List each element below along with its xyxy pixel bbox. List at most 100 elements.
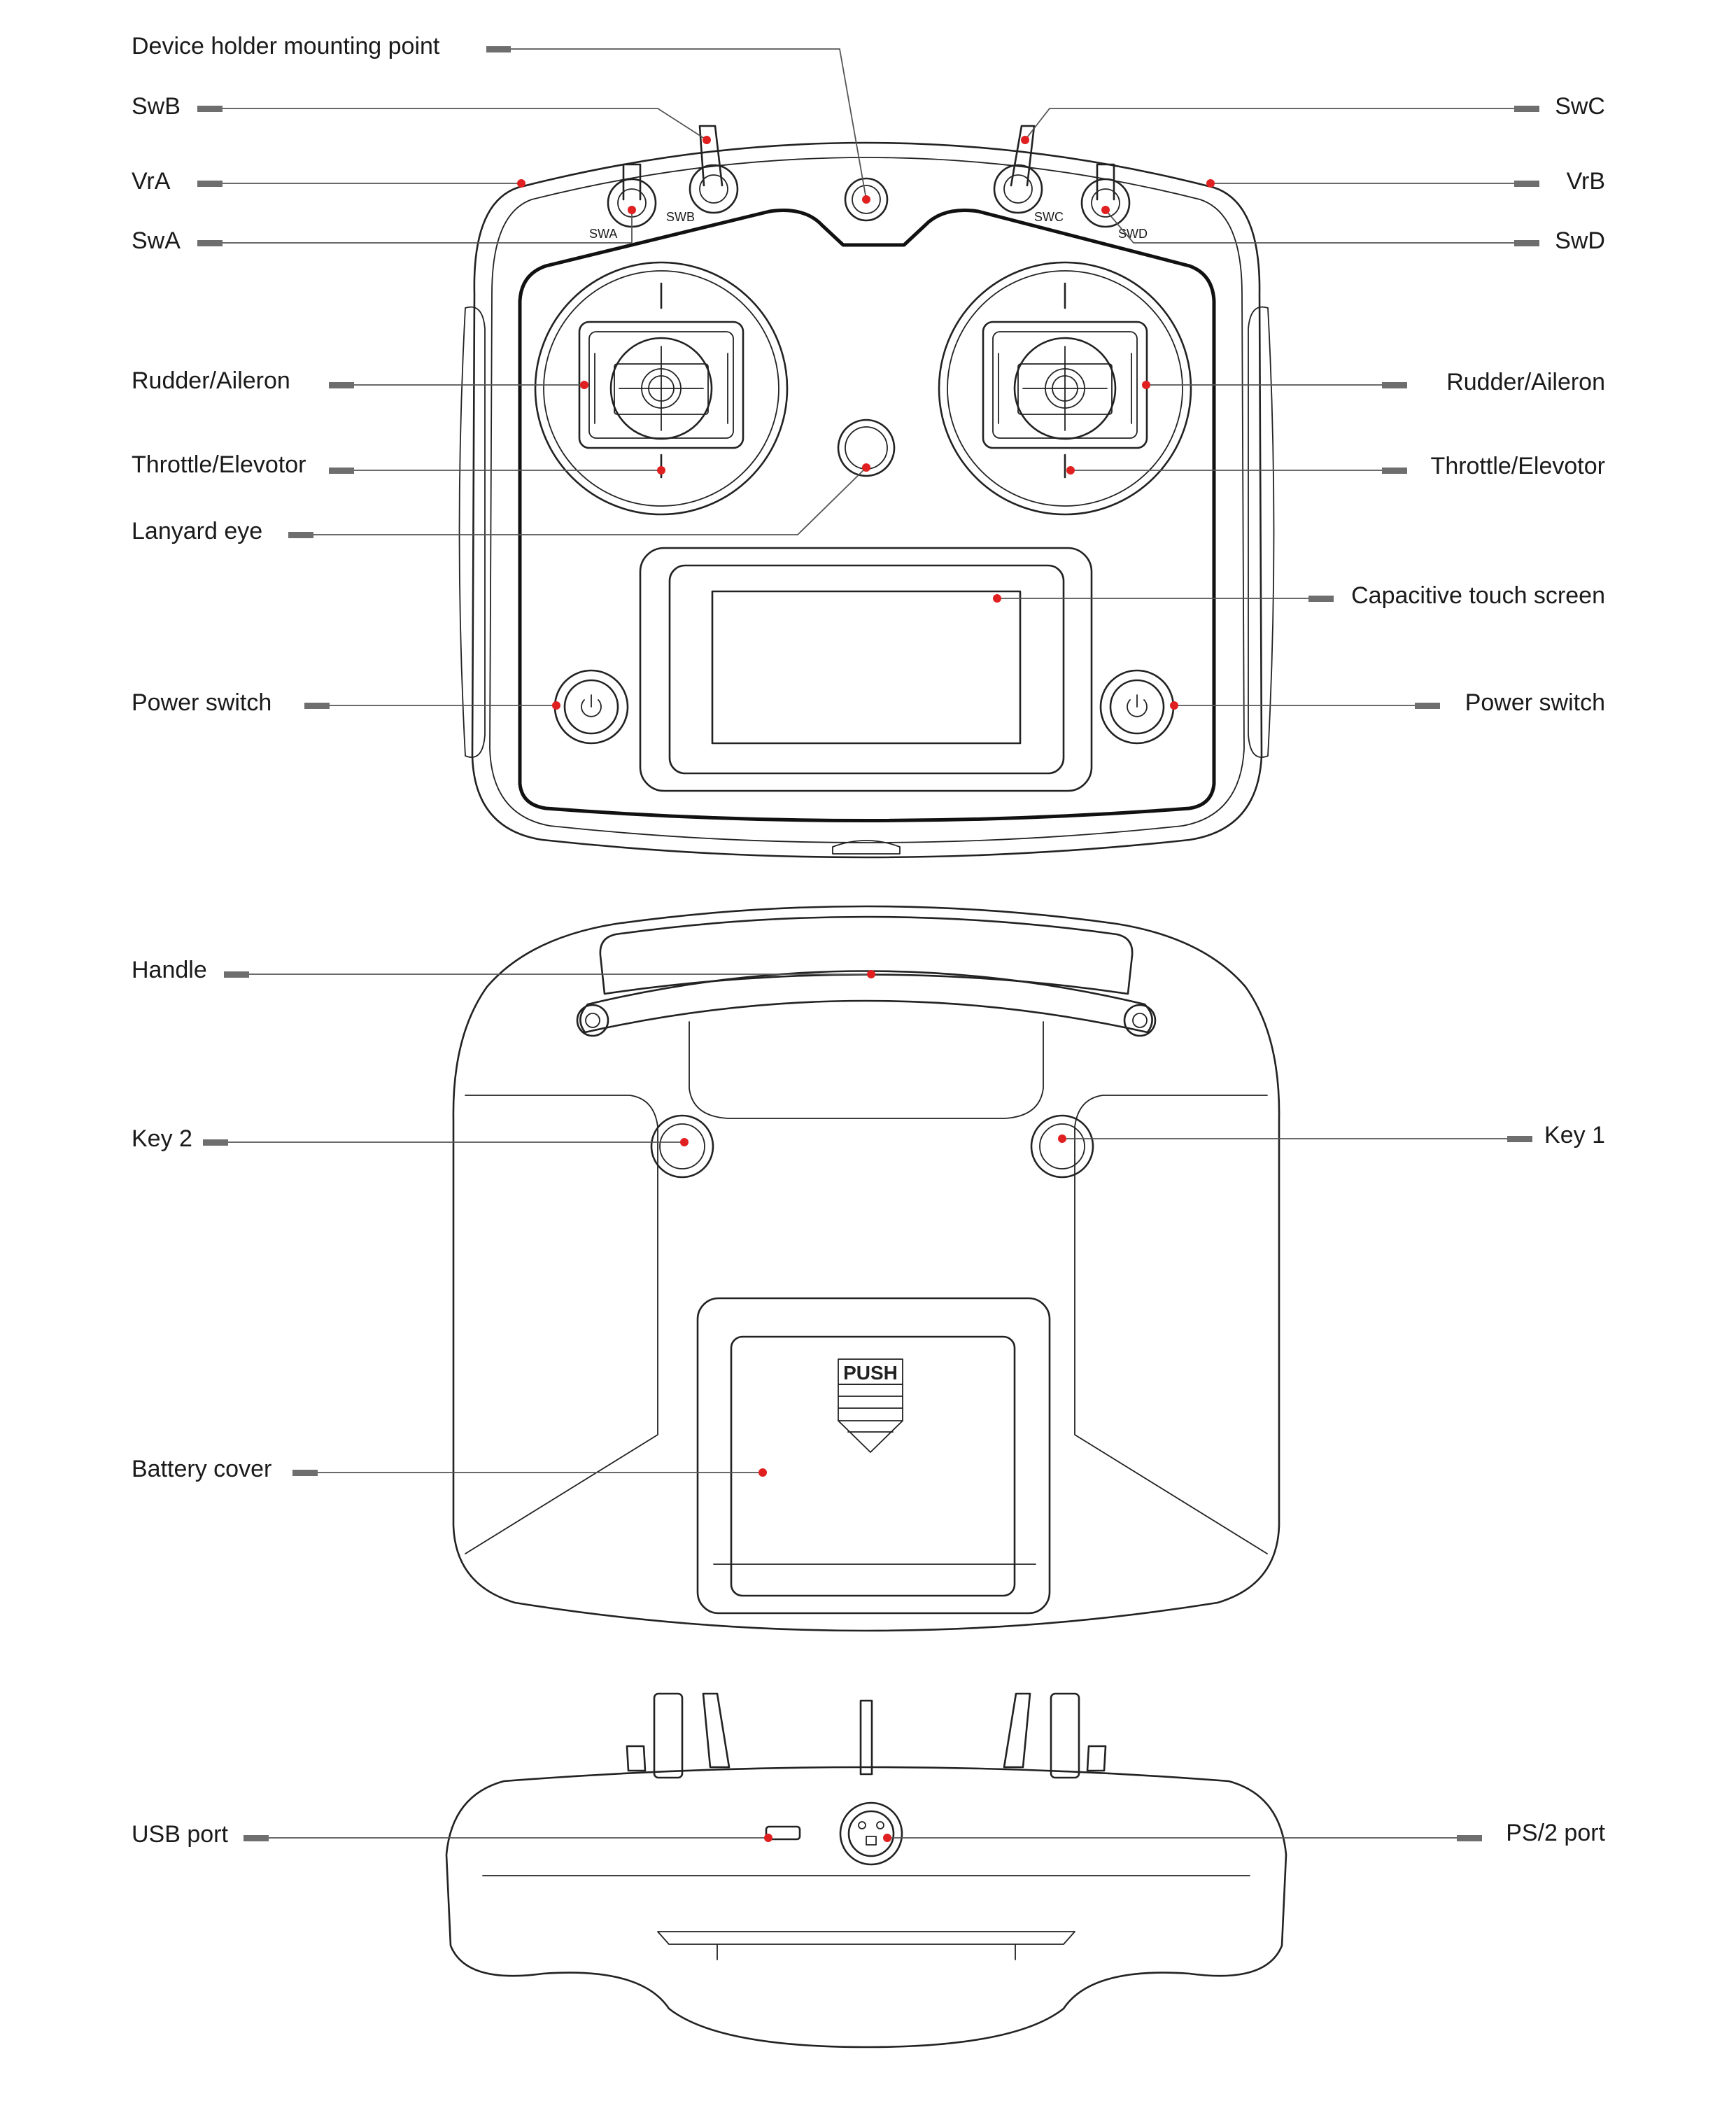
- leader-line-swc: [1024, 108, 1514, 141]
- leader-tick-throttle-right: [1382, 468, 1407, 474]
- key-2[interactable]: [650, 1114, 714, 1179]
- callout-dot-device-holder: [862, 195, 870, 204]
- device-holder-point: [844, 177, 889, 222]
- leader-tick-swb: [197, 106, 223, 112]
- label-power-right: Power switch: [1465, 689, 1605, 716]
- leader-tick-vra: [197, 181, 223, 187]
- bottom-right-knob: [1003, 1692, 1107, 1779]
- callout-dot-throttle-left: [657, 466, 665, 475]
- label-device-holder: Device holder mounting point: [132, 33, 440, 59]
- callout-dot-lanyard: [862, 463, 870, 472]
- callout-dot-swb: [703, 136, 711, 144]
- callout-dot-swd: [1101, 206, 1110, 214]
- labels: Device holder mounting point SwB SwC VrA…: [132, 33, 1606, 1848]
- callout-dot-swa: [628, 206, 636, 214]
- left-gimbal: [534, 261, 789, 516]
- leader-tick-handle: [224, 971, 249, 978]
- label-rudder-left: Rudder/Aileron: [132, 367, 290, 394]
- leader-line-swd: [1105, 209, 1514, 244]
- bottom-left-knob: [626, 1692, 731, 1779]
- swd-plate: SWD: [1118, 227, 1148, 241]
- capacitive-touch-screen[interactable]: [711, 590, 1022, 745]
- leader-tick-touch-screen: [1308, 596, 1334, 602]
- callout-dot-power-right: [1170, 701, 1178, 710]
- label-key1: Key 1: [1544, 1122, 1605, 1148]
- swc-plate: SWC: [1034, 210, 1064, 224]
- label-rudder-right: Rudder/Aileron: [1446, 369, 1605, 395]
- usb-port[interactable]: [765, 1825, 801, 1841]
- callout-dot-touch-screen: [993, 594, 1001, 603]
- leader-tick-battery-cover: [292, 1470, 318, 1476]
- leader-tick-swc: [1514, 106, 1539, 112]
- back-lower-panel: [465, 1095, 658, 1554]
- callout-dot-power-left: [552, 701, 560, 710]
- front-face-panel: [518, 209, 1216, 822]
- label-swd: SwD: [1555, 227, 1605, 254]
- leader-tick-vrb: [1514, 181, 1539, 187]
- leader-tick-rudder-right: [1382, 382, 1407, 388]
- front-inner-rim: [489, 157, 1245, 843]
- label-ps2: PS/2 port: [1506, 1820, 1605, 1846]
- swa-plate: SWA: [589, 227, 617, 241]
- power-switch-right[interactable]: [1099, 669, 1175, 745]
- label-throttle-right: Throttle/Elevotor: [1431, 453, 1605, 479]
- label-swc: SwC: [1555, 93, 1605, 120]
- lanyard-eye: [837, 419, 896, 477]
- label-power-left: Power switch: [132, 689, 271, 716]
- leader-line-swa: [223, 210, 633, 244]
- power-switch-left[interactable]: [553, 669, 629, 745]
- swc-switch: SWC: [993, 125, 1064, 224]
- callout-dot-vra: [517, 179, 525, 188]
- front-bottom-notch: [832, 840, 901, 855]
- back-view: PUSH: [452, 905, 1280, 1632]
- callout-dot-rudder-left: [580, 381, 588, 389]
- push-label: PUSH: [843, 1362, 898, 1384]
- bottom-view: [445, 1692, 1287, 2049]
- leader-tick-power-left: [304, 703, 330, 709]
- label-swb: SwB: [132, 93, 181, 120]
- label-battery-cover: Battery cover: [132, 1456, 271, 1482]
- label-touch-screen: Capacitive touch screen: [1351, 582, 1605, 609]
- label-handle: Handle: [132, 957, 207, 983]
- label-key2: Key 2: [132, 1125, 192, 1152]
- leader-tick-power-right: [1415, 703, 1440, 709]
- swd-switch: SWD: [1080, 163, 1148, 241]
- leader-tick-throttle-left: [329, 468, 354, 474]
- leader-tick-ps2: [1457, 1835, 1482, 1841]
- callout-dot-key2: [680, 1138, 689, 1146]
- screen-bezel-inner: [668, 564, 1065, 775]
- leader-line-device-holder: [511, 48, 867, 200]
- leader-line-swb: [223, 108, 707, 141]
- back-lower-panel-right: [1074, 1095, 1268, 1554]
- back-outer-body: [452, 905, 1280, 1632]
- callouts: [197, 46, 1539, 1842]
- swb-switch: SWB: [666, 125, 739, 224]
- handle[interactable]: [576, 915, 1157, 1119]
- leader-tick-swd: [1514, 240, 1539, 246]
- leader-tick-device-holder: [486, 46, 511, 52]
- swb-plate: SWB: [666, 210, 695, 224]
- label-swa: SwA: [132, 227, 181, 254]
- leader-tick-swa: [197, 240, 223, 246]
- leader-tick-key1: [1507, 1136, 1532, 1142]
- key-1[interactable]: [1030, 1114, 1094, 1179]
- label-throttle-left: Throttle/Elevotor: [132, 451, 306, 478]
- callout-dot-usb: [764, 1834, 772, 1842]
- callout-dot-battery-cover: [758, 1468, 767, 1477]
- left-grip: [458, 306, 486, 758]
- leader-line-lanyard: [313, 467, 867, 535]
- right-gimbal: [938, 261, 1192, 516]
- ps2-port[interactable]: [839, 1801, 903, 1866]
- front-view: SWA SWB SWC SWD: [458, 125, 1275, 859]
- callout-dot-handle: [867, 970, 875, 978]
- leader-tick-lanyard: [288, 532, 313, 538]
- battery-cover[interactable]: [730, 1335, 1016, 1597]
- callout-dot-rudder-right: [1142, 381, 1150, 389]
- bottom-center-post: [859, 1699, 873, 1776]
- label-vrb: VrB: [1567, 168, 1605, 195]
- callout-dot-ps2: [883, 1834, 891, 1842]
- battery-bay: [696, 1297, 1051, 1615]
- bottom-outer-body: [445, 1766, 1287, 2049]
- callout-dot-throttle-right: [1066, 466, 1075, 475]
